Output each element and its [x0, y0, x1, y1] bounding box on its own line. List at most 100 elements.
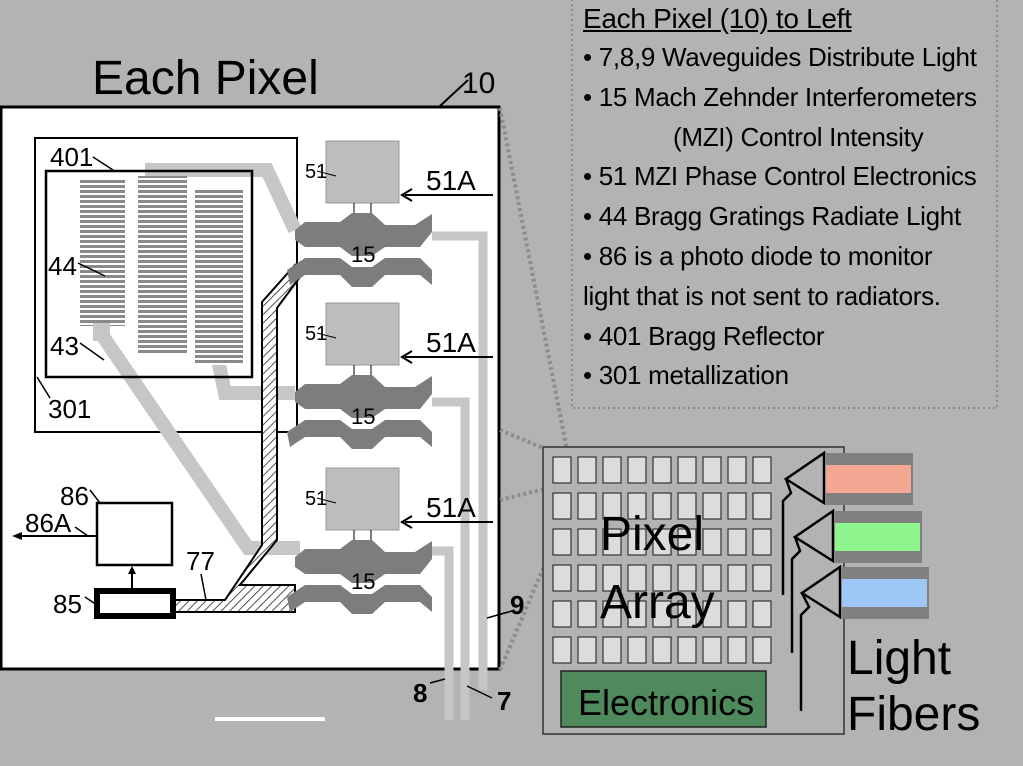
phase-controller-51	[325, 302, 400, 366]
pixel-cell	[627, 564, 647, 592]
leader-line	[92, 156, 114, 171]
legend: Each Pixel (10) to Left • 7,8,9 Waveguid…	[583, 0, 1003, 396]
light-fibers	[781, 450, 929, 711]
fiber-core	[835, 523, 920, 551]
label-51: 51	[305, 161, 327, 183]
pixel-cell	[652, 600, 672, 628]
pixel-cell	[602, 528, 622, 556]
pixel-cell	[752, 528, 772, 556]
fiber-coupler	[783, 450, 826, 506]
label-51A: 51A	[426, 327, 476, 358]
pixel-cell	[727, 528, 747, 556]
legend-item: • 301 metallization	[583, 360, 789, 391]
label-301: 301	[48, 394, 91, 424]
grating-feed	[93, 323, 110, 341]
arrow-left-icon	[400, 188, 413, 202]
pixel-cell	[727, 456, 747, 484]
photodiode-86	[95, 501, 174, 567]
legend-item: • 44 Bragg Gratings Radiate Light	[583, 201, 961, 232]
electronics-label: Electronics	[578, 682, 754, 723]
label-44: 44	[48, 251, 77, 281]
label-51A: 51A	[426, 492, 476, 523]
mzi-upper-arm	[295, 540, 432, 583]
legend-title: Each Pixel (10) to Left	[583, 3, 852, 34]
pixel-array-label-line2: Array	[600, 576, 715, 629]
pixel-cell	[752, 564, 772, 592]
leader-line	[84, 596, 98, 606]
label-7: 7	[497, 686, 511, 716]
scale-bar	[215, 717, 325, 721]
arrow-left-icon	[12, 532, 22, 540]
arrow-left-icon	[400, 350, 413, 364]
fiber	[781, 450, 913, 595]
light-fibers-label-line2: Fibers	[847, 688, 980, 741]
label-43: 43	[50, 331, 79, 361]
mzi-lower-arm	[287, 420, 432, 449]
pixel-cell	[577, 564, 597, 592]
legend-box	[571, 0, 998, 409]
pixel-cell	[727, 636, 747, 664]
pixel-cell	[552, 528, 572, 556]
pixel-cell	[577, 492, 597, 520]
pixel-cell	[602, 492, 622, 520]
pixel-cell	[752, 600, 772, 628]
mzi-upper-arm	[295, 213, 432, 256]
waveguide-9	[432, 231, 488, 690]
mzi-upper-arm	[295, 375, 432, 418]
waveguide-7	[432, 397, 470, 720]
leader-line	[316, 497, 337, 504]
pixel-cell	[702, 492, 722, 520]
monitor-waveguide-77	[172, 263, 302, 613]
fiber-coupler	[792, 508, 835, 564]
fiber-coupler	[799, 564, 842, 620]
label-77: 77	[186, 546, 215, 576]
fiber	[799, 564, 929, 711]
mzi-lower-arm	[287, 585, 432, 614]
pixel-cell	[602, 600, 622, 628]
leader-line	[89, 489, 101, 504]
pixel-cell	[552, 564, 572, 592]
leader-line	[200, 573, 207, 601]
legend-item: • 51 MZI Phase Control Electronics	[583, 161, 977, 192]
fiber-lead	[799, 592, 811, 711]
pixel-cell	[602, 564, 622, 592]
pixel-cell	[727, 564, 747, 592]
leader-line	[77, 262, 106, 277]
mzi-lower-arm	[287, 258, 432, 287]
bragg-grating	[138, 176, 187, 353]
fiber-core	[826, 465, 911, 493]
pixel-cell	[752, 456, 772, 484]
pixel-cell	[752, 636, 772, 664]
phase-controller-51	[325, 467, 400, 531]
label-401: 401	[50, 142, 93, 172]
electronics-block	[560, 670, 767, 728]
pixel-cell	[602, 456, 622, 484]
pixel-cell	[752, 492, 772, 520]
pixel-cell	[727, 492, 747, 520]
pixel-grid	[552, 456, 772, 664]
arrow-left-icon	[400, 515, 413, 529]
pixel-cell	[577, 456, 597, 484]
pixel-cell	[652, 492, 672, 520]
label-86: 86	[60, 481, 89, 511]
diagram-title: Each Pixel	[92, 52, 319, 105]
tap-85	[94, 588, 176, 619]
pixel-cell	[702, 636, 722, 664]
fiber-lead	[781, 478, 793, 595]
label-51: 51	[305, 323, 327, 345]
pixel-array-label-line1: Pixel	[600, 508, 704, 561]
pixel-cell	[727, 600, 747, 628]
pixel-cell	[702, 600, 722, 628]
pixel-cell	[552, 600, 572, 628]
pixel-cell	[652, 456, 672, 484]
pixel-cell	[677, 456, 697, 484]
label-51A: 51A	[426, 165, 476, 196]
pixel-cell	[677, 636, 697, 664]
leader-line	[429, 678, 446, 684]
bragg-reflector-box	[44, 169, 254, 379]
pixel-cell	[627, 456, 647, 484]
